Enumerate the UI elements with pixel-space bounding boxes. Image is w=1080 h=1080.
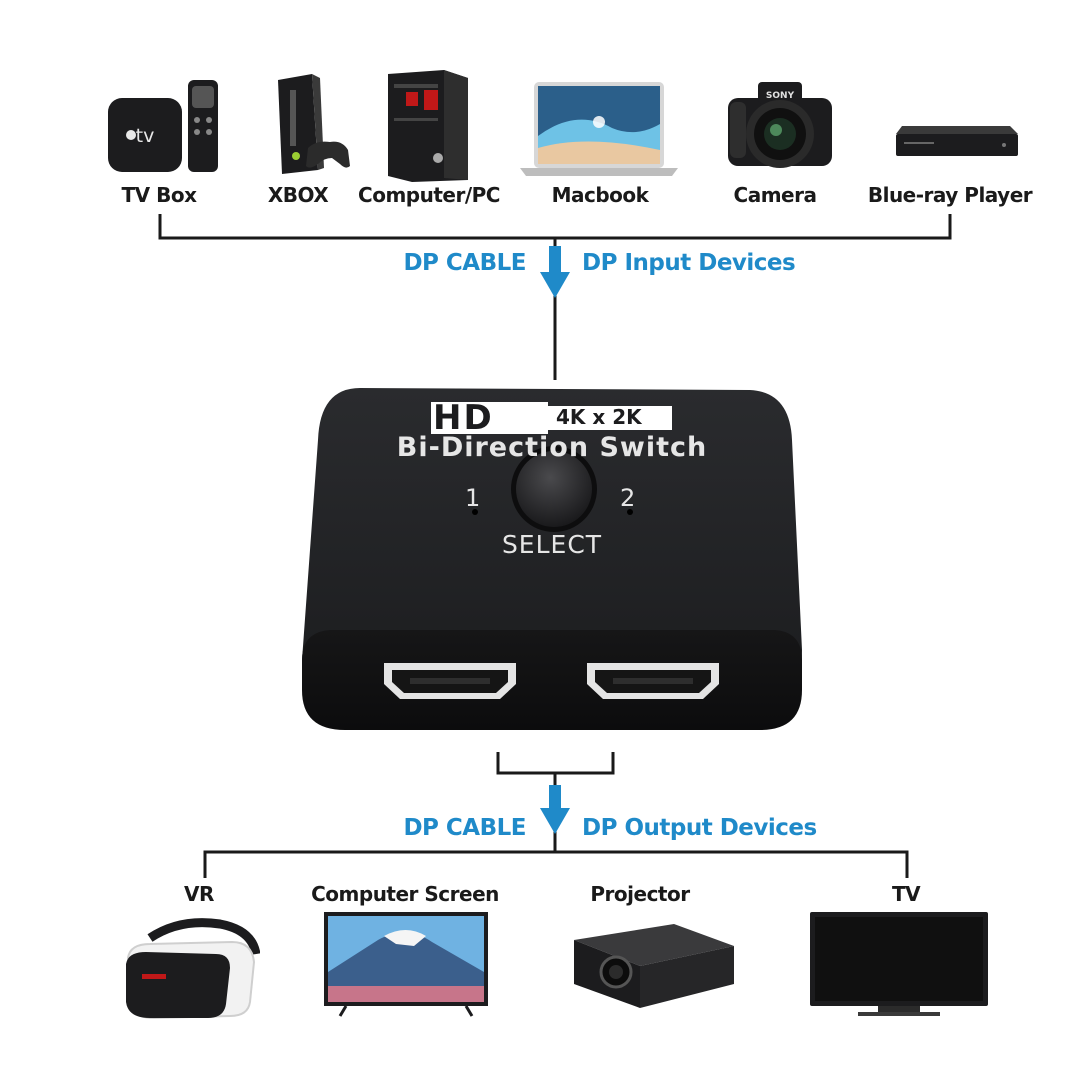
port-2-label: 2 bbox=[620, 484, 636, 512]
port-1-led bbox=[472, 509, 478, 515]
switch-title: Bi-Direction Switch bbox=[396, 432, 708, 463]
xbox-console-icon bbox=[278, 74, 350, 174]
hdmi-port-2 bbox=[587, 663, 719, 699]
input-device-label-xbox: XBOX bbox=[267, 183, 329, 207]
input-device-label-macbook: Macbook bbox=[551, 183, 649, 207]
output-cable-label: DP CABLE bbox=[403, 815, 526, 841]
input-device-label-computer: Computer/PC bbox=[358, 183, 500, 207]
switch-badge-hd: HD bbox=[433, 398, 494, 438]
svg-text:SONY: SONY bbox=[766, 91, 795, 101]
input-device-label-tv-box: TV Box bbox=[121, 183, 197, 207]
svg-text:tv: tv bbox=[136, 125, 155, 147]
port-1-label: 1 bbox=[465, 484, 481, 512]
input-device-label-camera: Camera bbox=[733, 183, 817, 207]
output-device-label-tv: TV bbox=[891, 882, 921, 906]
camera-icon: SONY bbox=[728, 82, 832, 168]
port-2-led bbox=[627, 509, 633, 515]
select-button[interactable] bbox=[516, 451, 592, 527]
output-device-label-projector: Projector bbox=[590, 882, 690, 906]
switch-badge-resolution: 4K x 2K bbox=[556, 405, 642, 429]
output-bus-line bbox=[203, 850, 909, 878]
input-arrow-icon bbox=[540, 246, 570, 298]
apple-tv-icon: tv bbox=[108, 80, 218, 172]
bluray-player-icon bbox=[896, 126, 1018, 156]
output-devices-label: DP Output Devices bbox=[582, 815, 817, 841]
laptop-icon bbox=[520, 82, 678, 176]
select-label: SELECT bbox=[501, 530, 603, 559]
tv-icon bbox=[810, 912, 988, 1016]
output-device-label-screen: Computer Screen bbox=[311, 882, 499, 906]
vr-headset-icon bbox=[126, 918, 260, 1020]
hdmi-port-1 bbox=[384, 663, 516, 699]
pc-tower-icon bbox=[388, 70, 468, 182]
input-device-label-bluray: Blue-ray Player bbox=[867, 183, 1033, 207]
output-arrow-icon bbox=[540, 785, 570, 834]
input-cable-label: DP CABLE bbox=[403, 250, 526, 276]
projector-icon bbox=[574, 924, 734, 1008]
output-device-label-vr: VR bbox=[184, 882, 214, 906]
input-devices-label: DP Input Devices bbox=[582, 250, 796, 276]
monitor-icon bbox=[324, 912, 488, 1017]
